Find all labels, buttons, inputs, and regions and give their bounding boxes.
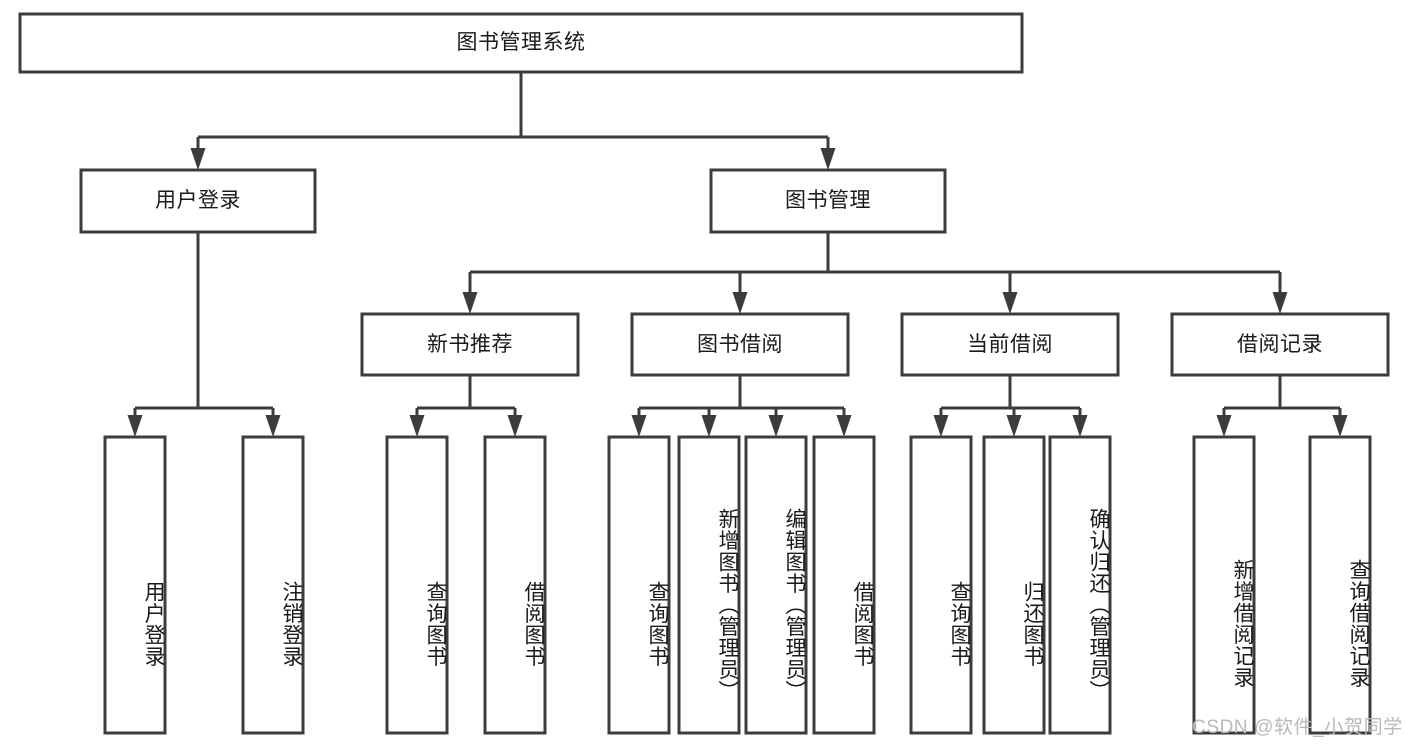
arrow-head-icon	[631, 415, 647, 437]
arrow-head-icon	[768, 415, 784, 437]
edges-layer	[127, 72, 1348, 437]
node-box-leaf-add-borrow-record[interactable]	[1192, 435, 1256, 735]
node-label-leaf-user-login: 用户登录	[142, 581, 165, 667]
node-box-leaf-user-logout[interactable]	[241, 435, 305, 735]
arrow-head-icon	[820, 148, 836, 170]
node-label-leaf-confirm-return: 确认归还（管理员）	[1087, 508, 1110, 702]
nodes-layer	[18, 12, 1390, 735]
arrow-head-icon	[507, 415, 523, 437]
node-label-leaf-query-book-current: 查询图书	[948, 581, 971, 667]
node-box-leaf-edit-book[interactable]	[744, 435, 808, 735]
node-box-leaf-return-book[interactable]	[982, 435, 1046, 735]
arrow-head-icon	[190, 148, 206, 170]
node-label-new-book-recommend: 新书推荐	[427, 332, 513, 356]
node-label-leaf-add-book: 新增图书（管理员）	[716, 508, 739, 702]
node-label-leaf-query-book-borrow: 查询图书	[646, 581, 669, 667]
arrow-head-icon	[1332, 415, 1348, 437]
node-label-leaf-query-borrow-record: 查询借阅记录	[1347, 558, 1370, 688]
node-box-borrow-record[interactable]	[1170, 312, 1390, 377]
node-label-leaf-edit-book: 编辑图书（管理员）	[783, 508, 806, 702]
arrow-head-icon	[701, 415, 717, 437]
arrow-head-icon	[836, 415, 852, 437]
node-box-leaf-add-book[interactable]	[677, 435, 741, 735]
arrow-head-icon	[732, 292, 748, 314]
arrow-head-icon	[1216, 415, 1232, 437]
node-label-book-borrow: 图书借阅	[697, 332, 783, 356]
node-label-leaf-return-book: 归还图书	[1021, 581, 1044, 667]
node-label-leaf-query-book-recommend: 查询图书	[424, 581, 447, 667]
node-label-leaf-borrow-book-recommend: 借阅图书	[522, 581, 545, 667]
node-box-leaf-query-borrow-record[interactable]	[1308, 435, 1372, 735]
arrow-head-icon	[265, 415, 281, 437]
node-box-leaf-borrow-book[interactable]	[812, 435, 876, 735]
node-box-current-borrow[interactable]	[900, 312, 1120, 377]
node-box-leaf-query-book-recommend[interactable]	[385, 435, 449, 735]
node-label-book-management: 图书管理	[785, 189, 871, 213]
arrow-head-icon	[127, 415, 143, 437]
node-label-leaf-add-borrow-record: 新增借阅记录	[1231, 558, 1254, 688]
node-label-user-login: 用户登录	[155, 189, 241, 213]
node-box-leaf-borrow-book-recommend[interactable]	[483, 435, 547, 735]
node-box-leaf-user-login[interactable]	[103, 435, 167, 735]
arrow-head-icon	[933, 415, 949, 437]
node-label-leaf-user-logout: 注销登录	[280, 581, 303, 667]
node-box-leaf-confirm-return[interactable]	[1048, 435, 1112, 735]
node-label-root: 图书管理系统	[456, 31, 586, 55]
node-box-user-login[interactable]	[79, 168, 317, 234]
node-box-root[interactable]	[18, 12, 1024, 74]
arrow-head-icon	[1072, 415, 1088, 437]
arrow-head-icon	[1272, 292, 1288, 314]
arrow-head-icon	[1002, 292, 1018, 314]
node-label-current-borrow: 当前借阅	[967, 332, 1053, 356]
node-box-leaf-query-book-current[interactable]	[909, 435, 973, 735]
node-label-leaf-borrow-book: 借阅图书	[851, 581, 874, 667]
node-label-borrow-record: 借阅记录	[1237, 332, 1323, 356]
arrow-head-icon	[1006, 415, 1022, 437]
node-box-book-management[interactable]	[709, 168, 947, 234]
node-box-book-borrow[interactable]	[630, 312, 850, 377]
arrow-head-icon	[462, 292, 478, 314]
node-box-leaf-query-book-borrow[interactable]	[607, 435, 671, 735]
csdn-watermark: CSDN @软件_小贺同学	[1192, 717, 1403, 738]
node-box-new-book-recommend[interactable]	[360, 312, 580, 377]
arrow-head-icon	[409, 415, 425, 437]
